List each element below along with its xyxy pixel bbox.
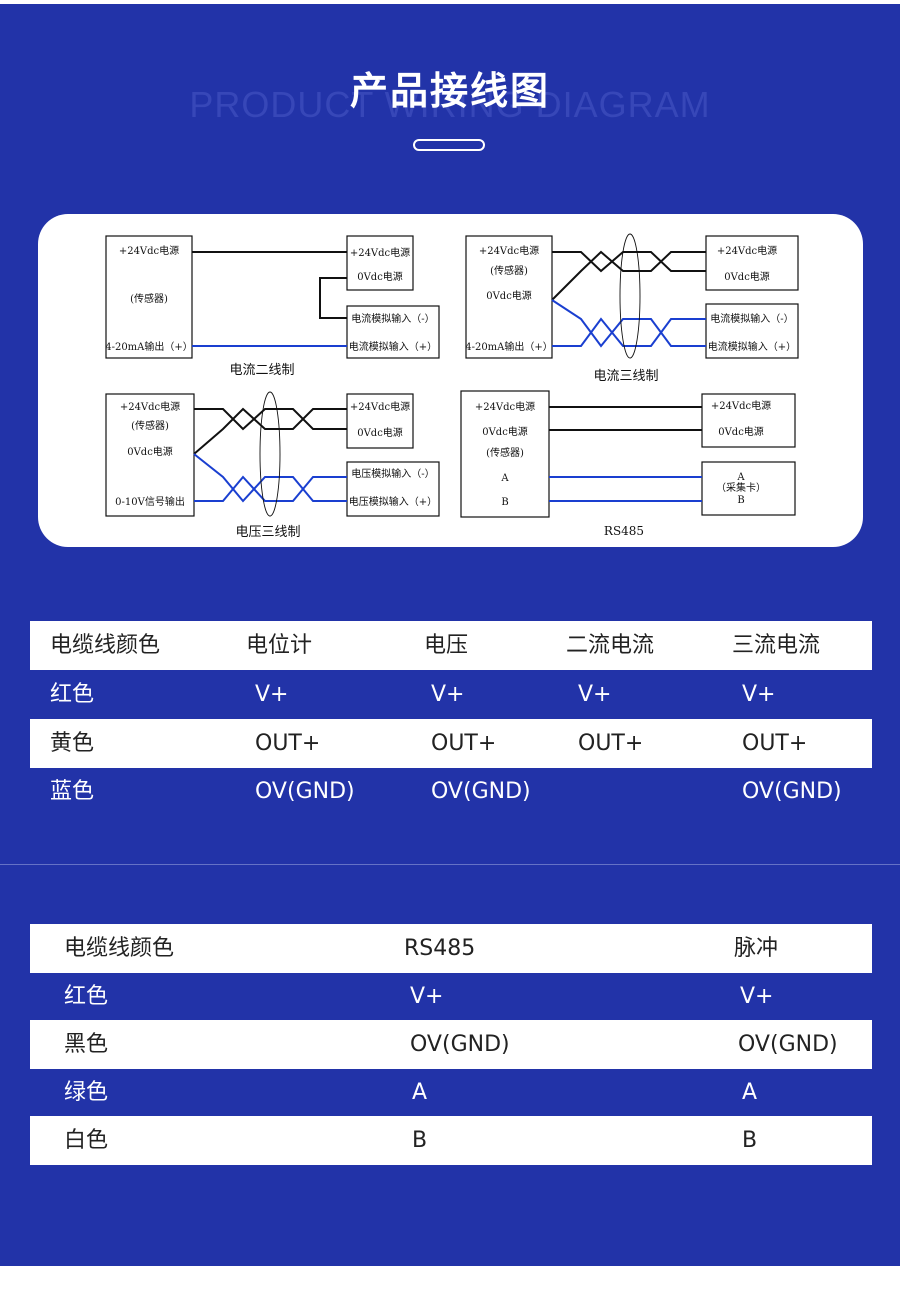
table2-cell: OV(GND) bbox=[410, 1032, 510, 1057]
d2-power-box bbox=[705, 235, 799, 291]
table1-header-cell: 电缆线颜色 bbox=[50, 633, 161, 658]
d4-right-label: +24Vdc电源 bbox=[711, 399, 771, 412]
d2-right-label: 电流模拟输入（-） bbox=[710, 312, 793, 325]
d1-left-label: (传感器) bbox=[130, 292, 168, 305]
table1-cell: OUT+ bbox=[578, 731, 644, 756]
table1-cell: V+ bbox=[255, 682, 289, 707]
table1-cell: OUT+ bbox=[255, 731, 321, 756]
table1-row: 红色 V+ V+ V+ V+ bbox=[30, 670, 872, 719]
d1-caption: 电流二线制 bbox=[229, 363, 294, 378]
table1-cell: OV(GND) bbox=[742, 779, 842, 804]
table1-cell: OV(GND) bbox=[255, 779, 355, 804]
page-subtitle-en: PRODUCT WIRING DIAGRAM bbox=[189, 84, 711, 125]
table2-cell: 绿色 bbox=[64, 1080, 109, 1105]
d1-left-label: 4-20mA输出（+） bbox=[105, 340, 193, 353]
table2-cell: 黑色 bbox=[64, 1032, 109, 1057]
d1-right-label: 电流模拟输入（-） bbox=[351, 312, 434, 325]
d2-shield-ellipse bbox=[619, 233, 641, 359]
table1-header-cell: 电位计 bbox=[246, 633, 313, 658]
d3-right-label: 电压模拟输入（+） bbox=[349, 495, 437, 508]
table2-cell: V+ bbox=[410, 984, 444, 1009]
d2-right-label: +24Vdc电源 bbox=[717, 244, 777, 257]
table1-cell: OV(GND) bbox=[431, 779, 531, 804]
d2-left-label: 0Vdc电源 bbox=[486, 289, 532, 302]
d3-input-box bbox=[346, 461, 440, 517]
table2-header-cell: 脉冲 bbox=[734, 936, 779, 961]
wiring-diagram: +24Vdc电源 (传感器) 4-20mA输出（+） +24Vdc电源 0Vdc… bbox=[105, 233, 799, 540]
table1-cell: V+ bbox=[578, 682, 612, 707]
d3-left-label: +24Vdc电源 bbox=[120, 400, 180, 413]
d3-left-label: 0-10V信号输出 bbox=[115, 495, 185, 508]
d1-power-box bbox=[346, 235, 414, 291]
d2-left-label: (传感器) bbox=[490, 264, 528, 277]
d2-left-label: 4-20mA输出（+） bbox=[465, 340, 553, 353]
d3-right-label: 0Vdc电源 bbox=[357, 426, 403, 439]
table1-row: 蓝色 OV(GND) OV(GND) OV(GND) bbox=[30, 767, 872, 816]
d3-left-label: (传感器) bbox=[131, 419, 169, 432]
wiring-diagram-card: +24Vdc电源 (传感器) 4-20mA输出（+） +24Vdc电源 0Vdc… bbox=[38, 214, 863, 547]
d4-sensor-box bbox=[460, 390, 550, 518]
d4-left-label: (传感器) bbox=[486, 446, 524, 459]
table2-header-cell: 电缆线颜色 bbox=[64, 936, 175, 961]
d4-right-label: A bbox=[736, 472, 745, 483]
d2-right-label: 0Vdc电源 bbox=[724, 270, 770, 283]
table2-cell: B bbox=[412, 1128, 428, 1153]
table2-cell: V+ bbox=[740, 984, 774, 1009]
d4-caption: RS485 bbox=[604, 524, 644, 538]
page-title: 产品接线图 bbox=[349, 69, 550, 113]
d3-right-label: +24Vdc电源 bbox=[350, 400, 410, 413]
table1-cell: 蓝色 bbox=[50, 779, 95, 804]
d4-right-label: （采集卡） bbox=[716, 481, 766, 494]
table2-cell: 红色 bbox=[64, 984, 109, 1009]
d4-power-box bbox=[701, 393, 796, 448]
table2-cell: B bbox=[742, 1128, 758, 1153]
d3-caption: 电压三线制 bbox=[235, 525, 300, 540]
d1-right-label: +24Vdc电源 bbox=[350, 246, 410, 259]
d4-left-label: +24Vdc电源 bbox=[475, 400, 535, 413]
table2-row: 白色 B B bbox=[30, 1116, 872, 1165]
d2-caption: 电流三线制 bbox=[593, 369, 658, 384]
table2-header-cell: RS485 bbox=[404, 936, 476, 961]
d1-input-box bbox=[346, 305, 440, 359]
d3-right-label: 电压模拟输入（-） bbox=[351, 467, 434, 480]
table1-row: 黄色 OUT+ OUT+ OUT+ OUT+ bbox=[30, 719, 872, 768]
table1-header-cell: 三流电流 bbox=[732, 633, 821, 658]
table1-cell: OUT+ bbox=[742, 731, 808, 756]
d4-left-label: 0Vdc电源 bbox=[482, 425, 528, 438]
d2-input-box bbox=[705, 303, 799, 359]
table2-header-row: 电缆线颜色 RS485 脉冲 bbox=[30, 924, 872, 973]
table2-row: 绿色 A A bbox=[30, 1068, 872, 1117]
d4-right-label: B bbox=[737, 495, 744, 506]
table2-cell: A bbox=[742, 1080, 758, 1105]
d3-power-box bbox=[346, 393, 414, 449]
table2-row: 红色 V+ V+ bbox=[30, 972, 872, 1021]
table1-header-cell: 二流电流 bbox=[566, 633, 655, 658]
d4-left-label: A bbox=[500, 473, 509, 484]
title-divider-pill bbox=[413, 139, 485, 151]
d4-right-label: 0Vdc电源 bbox=[718, 425, 764, 438]
table1-cell: 黄色 bbox=[50, 731, 95, 756]
d4-left-label: B bbox=[501, 497, 508, 508]
d4-card-box bbox=[701, 461, 796, 516]
d1-right-label: 0Vdc电源 bbox=[357, 270, 403, 283]
d2-sensor-box bbox=[465, 235, 553, 359]
table1-header-cell: 电压 bbox=[424, 633, 469, 658]
d2-right-label: 电流模拟输入（+） bbox=[708, 340, 796, 353]
d2-left-label: +24Vdc电源 bbox=[479, 244, 539, 257]
d1-left-label: +24Vdc电源 bbox=[119, 244, 179, 257]
d1-sensor-box bbox=[105, 235, 193, 359]
table1-cell: OUT+ bbox=[431, 731, 497, 756]
table2-cell: A bbox=[412, 1080, 428, 1105]
section-divider bbox=[0, 864, 900, 865]
d3-left-label: 0Vdc电源 bbox=[127, 445, 173, 458]
table1-cell: 红色 bbox=[50, 682, 95, 707]
d1-right-label: 电流模拟输入（+） bbox=[349, 340, 437, 353]
table1-header-row: 电缆线颜色 电位计 电压 二流电流 三流电流 bbox=[30, 621, 872, 670]
table2-cell: 白色 bbox=[64, 1128, 109, 1153]
table2-cell: OV(GND) bbox=[738, 1032, 838, 1057]
table1-cell: V+ bbox=[431, 682, 465, 707]
d3-shield-ellipse bbox=[259, 391, 281, 517]
table1-cell: V+ bbox=[742, 682, 776, 707]
table2-row: 黑色 OV(GND) OV(GND) bbox=[30, 1020, 872, 1069]
